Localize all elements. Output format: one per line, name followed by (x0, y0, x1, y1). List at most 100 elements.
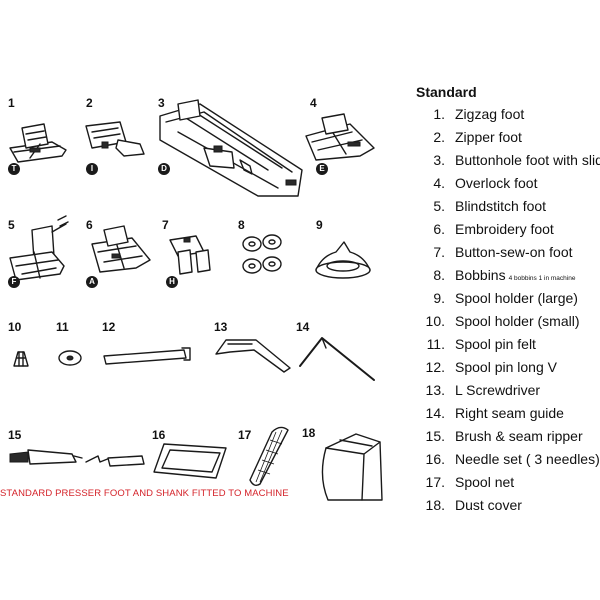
badge-overlock: E (316, 163, 328, 175)
seam-guide-drawing (299, 337, 375, 381)
legend-item-label: Embroidery foot (455, 221, 554, 237)
figure-number-2: 2 (86, 96, 93, 110)
legend-item-number: 4. (433, 175, 445, 191)
legend-item-label: Overlock foot (455, 175, 538, 191)
legend-item: 5. Blindstitch foot (416, 198, 600, 221)
badge-zipper: I (86, 163, 98, 175)
legend-item: 15. Brush & seam ripper (416, 428, 600, 451)
legend-item: 2. Zipper foot (416, 129, 600, 152)
zipper-foot-drawing (85, 121, 145, 157)
legend-item-label: Button-sew-on foot (455, 244, 573, 260)
legend-item-number: 5. (433, 198, 445, 214)
legend-item-number: 3. (433, 152, 445, 168)
badge-button-sew: H (166, 276, 178, 288)
legend-item-number: 18. (425, 497, 445, 513)
legend-item: 9. Spool holder (large) (416, 290, 600, 313)
spool-pin-felt-drawing (58, 350, 82, 366)
l-screwdriver-drawing (215, 339, 291, 373)
figure-number-11: 11 (56, 320, 69, 334)
figure-number-17: 17 (238, 428, 252, 442)
legend-item-label: Spool pin long V (455, 359, 557, 375)
figure-number-9: 9 (316, 218, 323, 232)
figure-number-7: 7 (162, 218, 169, 232)
shank-caption: STANDARD PRESSER FOOT AND SHANK FITTED T… (0, 488, 289, 499)
badge-buttonhole: D (158, 163, 170, 175)
legend-item-number: 2. (433, 129, 445, 145)
legend-item-label: Blindstitch foot (455, 198, 547, 214)
legend-item-label: Zipper foot (455, 129, 522, 145)
spool-net-drawing (249, 426, 289, 487)
legend-item-label: Dust cover (455, 497, 522, 513)
blindstitch-foot-drawing (9, 215, 69, 281)
legend-item-number: 14. (425, 405, 445, 421)
figure-number-1: 1 (8, 96, 15, 110)
figure-number-12: 12 (102, 320, 116, 334)
figure-number-3: 3 (158, 96, 165, 110)
legend-item-number: 7. (433, 244, 445, 260)
legend-item-label: Buttonhole foot with slide (455, 152, 600, 168)
legend-title: Standard (416, 84, 477, 100)
legend-item-label: L Screwdriver (455, 382, 541, 398)
figure-number-4: 4 (310, 96, 317, 110)
legend-item: 7. Button-sew-on foot (416, 244, 600, 267)
legend-item-number: 16. (425, 451, 445, 467)
needle-set-drawing (153, 443, 227, 479)
figure-number-13: 13 (214, 320, 228, 334)
button-sew-foot-drawing (169, 235, 211, 275)
legend-item-number: 1. (433, 106, 445, 122)
figure-number-16: 16 (152, 428, 166, 442)
legend-item-number: 11. (426, 336, 445, 352)
legend-item: 12. Spool pin long V (416, 359, 600, 382)
spool-holder-small-drawing (13, 351, 29, 367)
legend-item-label: Needle set ( 3 needles) (455, 451, 600, 467)
legend-item-number: 13. (425, 382, 445, 398)
figure-number-6: 6 (86, 218, 93, 232)
legend-item-number: 15. (425, 428, 445, 444)
legend-item-number: 17. (425, 474, 445, 490)
legend-item: 18. Dust cover (416, 497, 600, 520)
legend-item: 11. Spool pin felt (416, 336, 600, 359)
legend-item-label: Right seam guide (455, 405, 564, 421)
legend-item-number: 10. (425, 313, 445, 329)
zigzag-foot-drawing (9, 123, 67, 163)
legend-item: 16. Needle set ( 3 needles) (416, 451, 600, 474)
figure-number-18: 18 (302, 426, 316, 440)
legend-item-number: 8. (433, 267, 445, 283)
legend-item-label: Spool holder (large) (455, 290, 578, 306)
legend-item: 4. Overlock foot (416, 175, 600, 198)
legend-item-label: Spool net (455, 474, 515, 490)
legend-item-number: 9. (433, 290, 445, 306)
badge-blindstitch: F (8, 276, 20, 288)
legend-item: 1.Zigzag foot (416, 106, 600, 129)
legend-item-label: Bobbins (455, 267, 506, 283)
buttonhole-foot-drawing (159, 99, 303, 197)
overlock-foot-drawing (305, 113, 375, 161)
legend-item-number: 6. (433, 221, 445, 237)
spool-pin-long-drawing (103, 347, 191, 365)
legend-item: 17. Spool net (416, 474, 600, 497)
embroidery-foot-drawing (91, 225, 151, 273)
legend-item-number: 12. (425, 359, 445, 375)
badge-zigzag: T (8, 163, 20, 175)
legend-item-label: Spool holder (small) (455, 313, 580, 329)
figure-number-5: 5 (8, 218, 15, 232)
spool-holder-large-drawing (315, 241, 371, 279)
legend-item: 14. Right seam guide (416, 405, 600, 428)
dust-cover-drawing (321, 433, 383, 501)
brush-seam-ripper-drawing (9, 449, 145, 467)
badge-embroidery: A (86, 276, 98, 288)
legend-item-note: 4 bobbins 1 in machine (508, 275, 576, 282)
figure-number-15: 15 (8, 428, 22, 442)
legend-item: 10. Spool holder (small) (416, 313, 600, 336)
legend-item-label: Brush & seam ripper (455, 428, 583, 444)
legend-item: 3. Buttonhole foot with slide (416, 152, 600, 175)
legend-item-label: Spool pin felt (455, 336, 536, 352)
figure-number-8: 8 (238, 218, 245, 232)
legend-item: 6. Embroidery foot (416, 221, 600, 244)
legend-item: 13. L Screwdriver (416, 382, 600, 405)
